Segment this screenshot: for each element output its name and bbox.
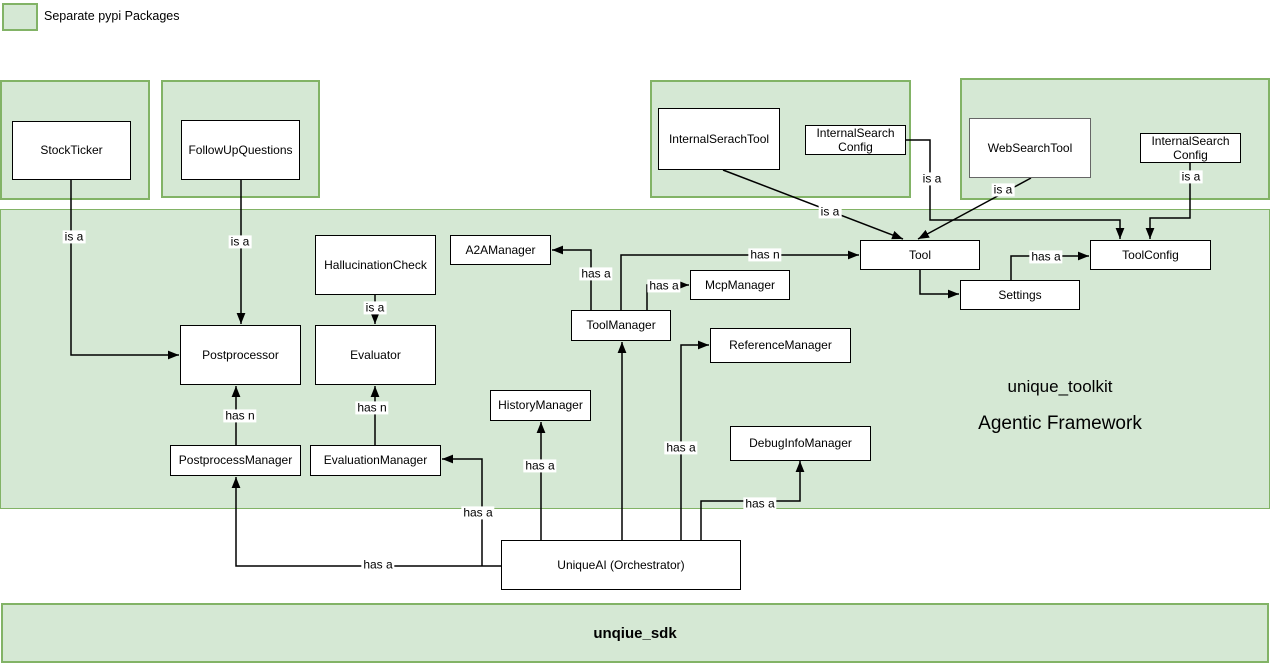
edge-label-stock-ticker-to-postprocessor: is a xyxy=(62,229,86,244)
node-a2a-manager[interactable]: A2AManager xyxy=(450,235,551,265)
legend-label: Separate pypi Packages xyxy=(44,9,180,23)
node-postprocess-manager[interactable]: PostprocessManager xyxy=(170,445,301,476)
edge-label-unique-ai-to-postprocess-manager: has a xyxy=(361,557,395,572)
legend-swatch xyxy=(2,3,38,31)
node-evaluator[interactable]: Evaluator xyxy=(315,325,436,385)
node-label-stock-ticker: StockTicker xyxy=(40,143,103,158)
edge-label-unique-ai-to-reference-manager: has a xyxy=(664,440,698,455)
node-debug-info-manager[interactable]: DebugInfoManager xyxy=(730,426,871,461)
edge-label-internal-search-config-1-to-tool-config: is a xyxy=(920,171,944,186)
node-label-evaluator: Evaluator xyxy=(350,347,401,362)
node-label-postprocessor: Postprocessor xyxy=(202,347,279,362)
node-label-a2a-manager: A2AManager xyxy=(465,242,536,257)
edge-label-tool-manager-to-mcp-manager: has a xyxy=(647,278,681,293)
edge-label-unique-ai-to-evaluation-manager: has a xyxy=(461,505,495,520)
edge-label-web-search-tool-to-tool: is a xyxy=(991,182,1015,197)
node-hallucination-check[interactable]: HallucinationCheck xyxy=(315,235,436,295)
node-label-evaluation-manager: EvaluationManager xyxy=(323,453,428,468)
edge-label-internal-serach-tool-to-tool: is a xyxy=(818,204,842,219)
edge-label-tool-manager-to-a2a-manager: has a xyxy=(579,266,613,281)
edge-label-internal-search-config-2-to-tool-config: is a xyxy=(1179,169,1203,184)
node-internal-search-config-1[interactable]: InternalSearch Config xyxy=(805,125,906,155)
edge-label-unique-ai-to-debug-info-manager: has a xyxy=(743,496,777,511)
node-label-internal-search-config-1: InternalSearch Config xyxy=(816,125,895,154)
node-followup-questions[interactable]: FollowUpQuestions xyxy=(181,120,300,180)
node-evaluation-manager[interactable]: EvaluationManager xyxy=(310,445,441,476)
node-mcp-manager[interactable]: McpManager xyxy=(690,270,790,300)
node-unique-ai[interactable]: UniqueAI (Orchestrator) xyxy=(501,540,741,590)
sdk-band-label: unqiue_sdk xyxy=(593,624,677,642)
node-label-followup-questions: FollowUpQuestions xyxy=(188,142,293,157)
node-label-internal-serach-tool: InternalSerachTool xyxy=(668,131,770,146)
node-label-mcp-manager: McpManager xyxy=(704,277,776,292)
node-label-unique-ai: UniqueAI (Orchestrator) xyxy=(557,557,685,572)
edge-label-postprocess-manager-to-postprocessor: has n xyxy=(223,408,257,423)
node-label-reference-manager: ReferenceManager xyxy=(729,338,832,353)
node-label-tool-config: ToolConfig xyxy=(1122,247,1179,262)
node-label-debug-info-manager: DebugInfoManager xyxy=(749,436,852,451)
node-internal-serach-tool[interactable]: InternalSerachTool xyxy=(658,108,780,170)
node-label-tool-manager: ToolManager xyxy=(586,318,656,333)
node-label-internal-search-config-2: InternalSearch Config xyxy=(1151,133,1230,162)
node-label-postprocess-manager: PostprocessManager xyxy=(178,453,293,468)
node-label-settings: Settings xyxy=(998,287,1042,302)
node-label-tool: Tool xyxy=(908,247,931,262)
node-tool[interactable]: Tool xyxy=(860,240,980,270)
edge-label-tool-manager-to-tool: has n xyxy=(748,247,782,262)
node-settings[interactable]: Settings xyxy=(960,280,1080,310)
framework-title: Agentic Framework xyxy=(978,413,1142,434)
node-history-manager[interactable]: HistoryManager xyxy=(490,390,591,421)
node-web-search-tool[interactable]: WebSearchTool xyxy=(969,118,1091,178)
node-label-history-manager: HistoryManager xyxy=(498,398,583,413)
node-internal-search-config-2[interactable]: InternalSearch Config xyxy=(1140,133,1241,163)
node-postprocessor[interactable]: Postprocessor xyxy=(180,325,301,385)
edge-label-followup-questions-to-postprocessor: is a xyxy=(228,234,252,249)
node-tool-manager[interactable]: ToolManager xyxy=(571,310,671,341)
edge-label-settings-to-tool-config: has a xyxy=(1029,249,1063,264)
edge-label-evaluation-manager-to-evaluator: has n xyxy=(355,400,389,415)
node-label-web-search-tool: WebSearchTool xyxy=(987,140,1073,155)
unique-sdk-region: unqiue_sdk xyxy=(1,603,1269,663)
node-reference-manager[interactable]: ReferenceManager xyxy=(710,328,851,363)
node-tool-config[interactable]: ToolConfig xyxy=(1090,240,1211,270)
edge-label-unique-ai-to-history-manager: has a xyxy=(523,458,557,473)
node-label-hallucination-check: HallucinationCheck xyxy=(324,257,427,272)
node-stock-ticker[interactable]: StockTicker xyxy=(12,121,131,180)
toolkit-title: unique_toolkit xyxy=(1007,377,1113,396)
edge-label-hallucination-check-to-evaluator: is a xyxy=(363,300,387,315)
